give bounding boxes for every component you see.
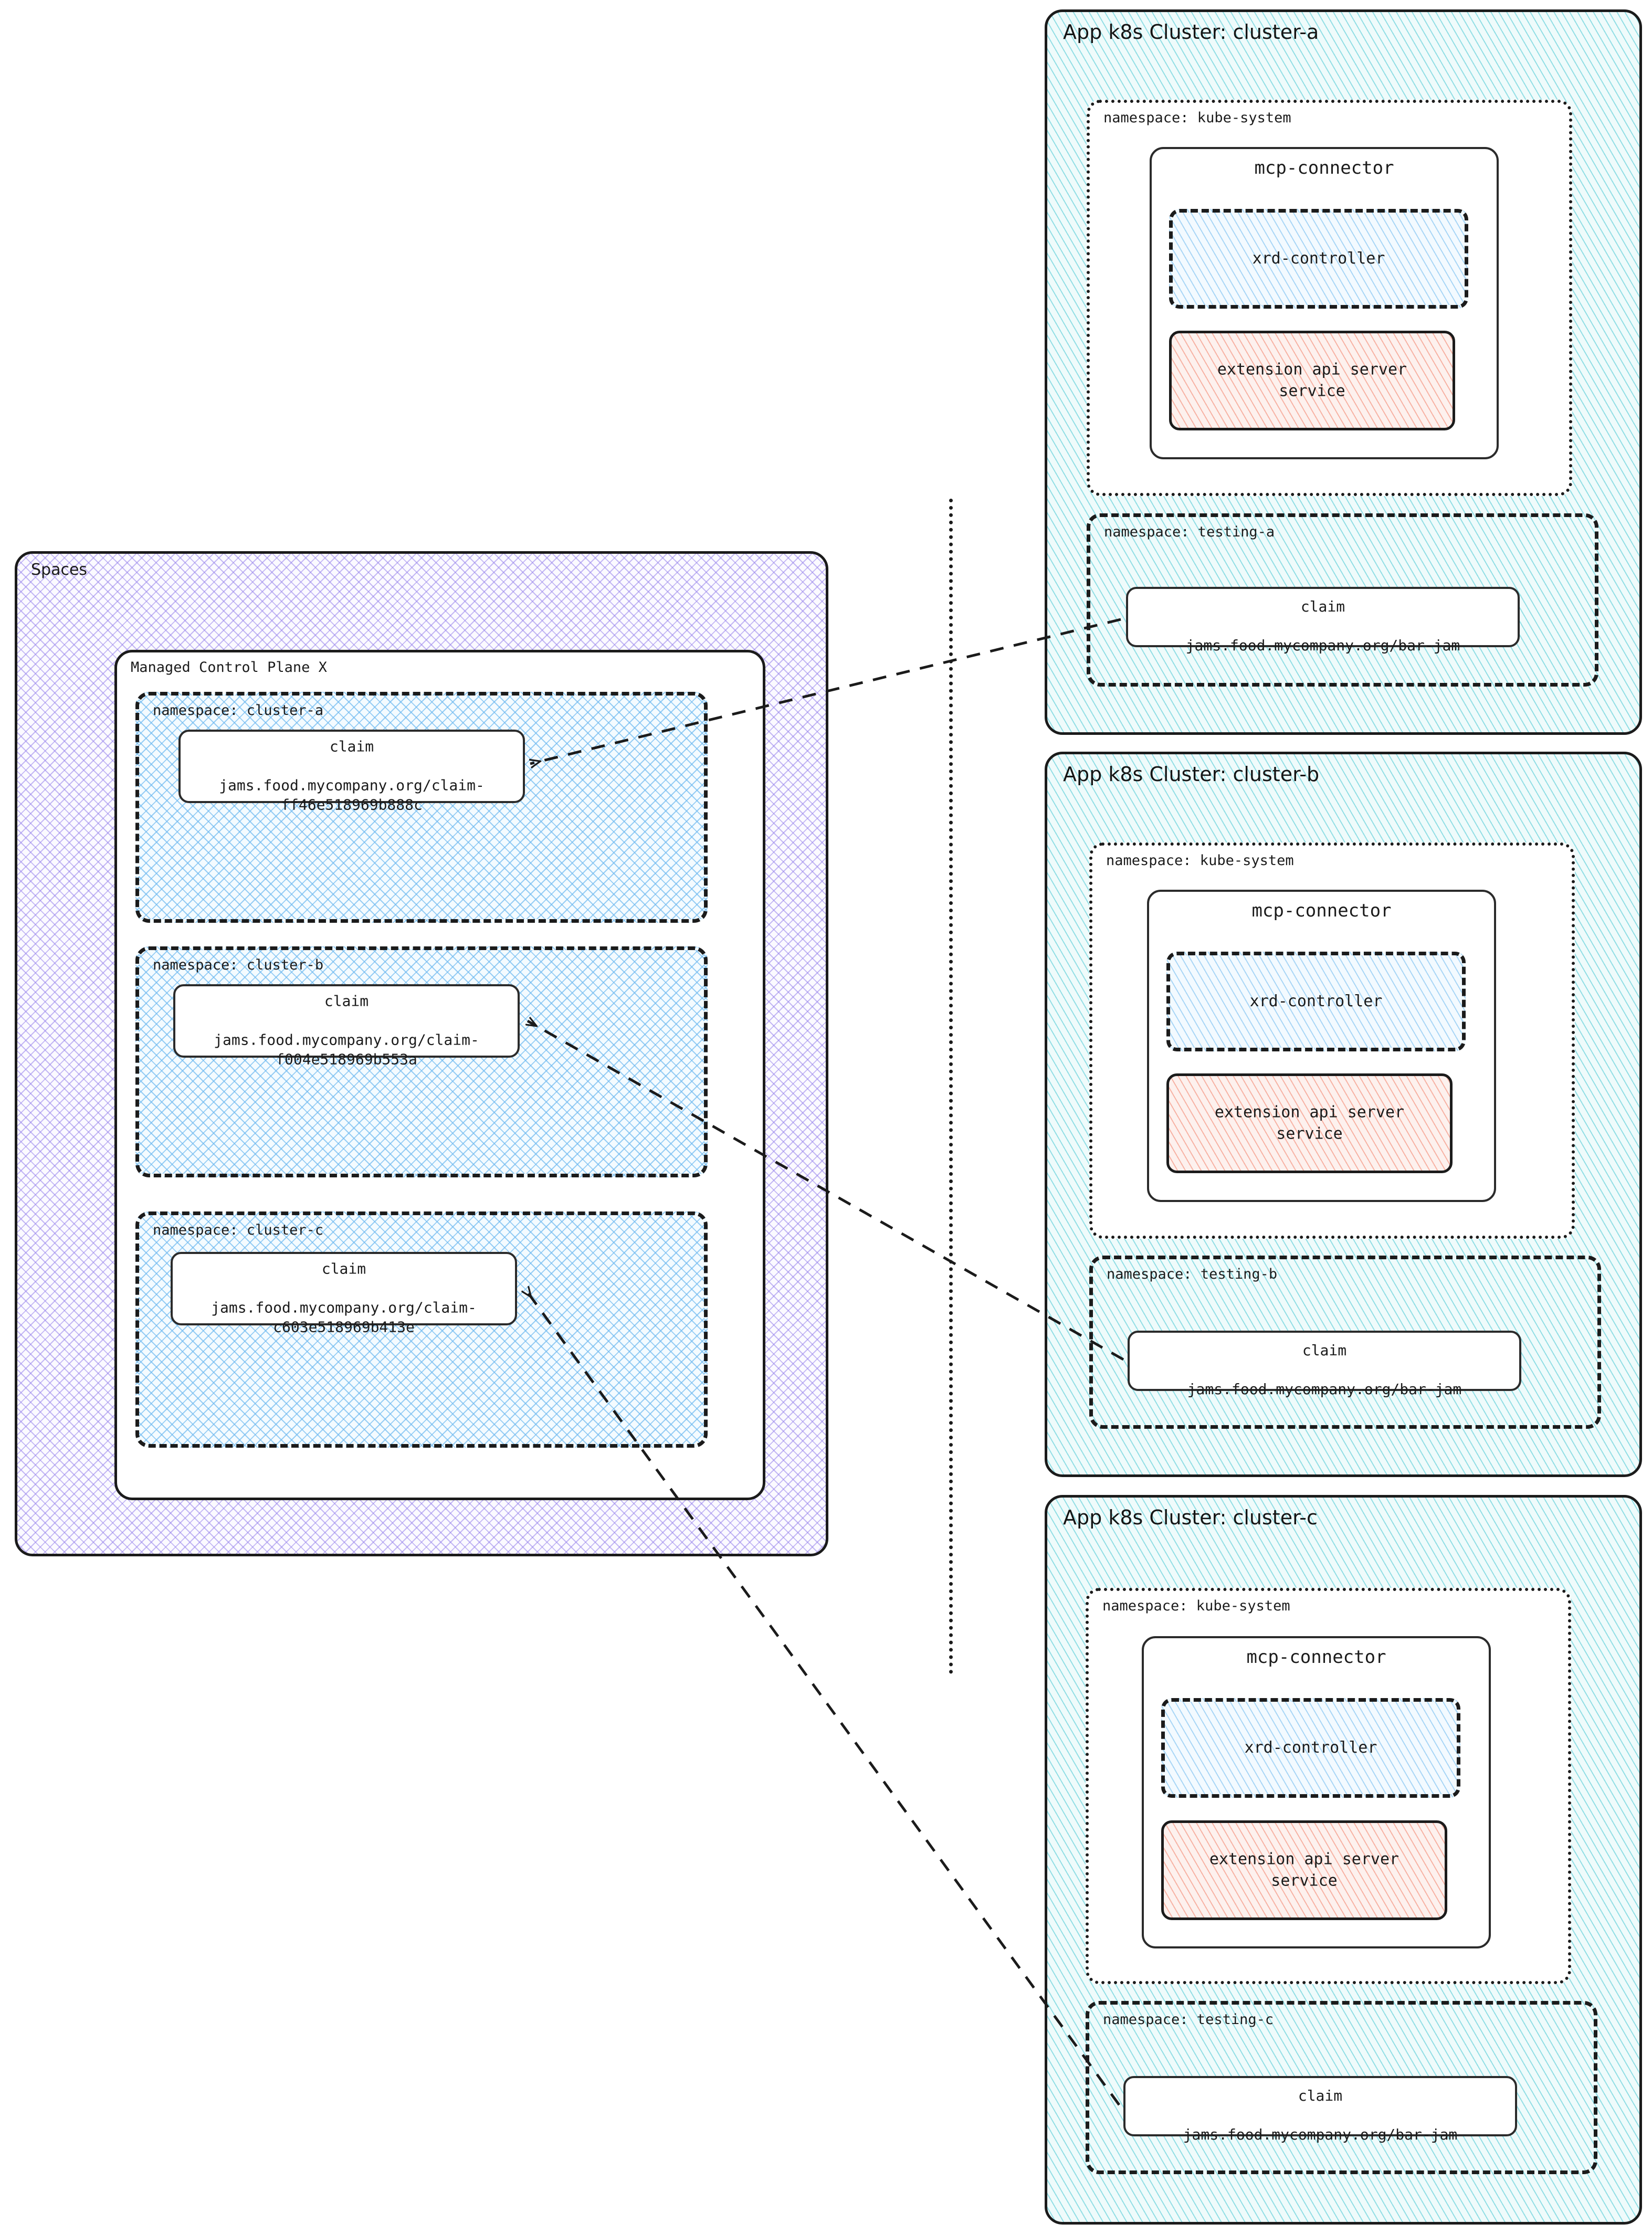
cluster-c-extension-api-server-service-label: extension api server service [1209,1850,1400,1890]
cluster-a-claim-kind: claim [1300,598,1345,616]
cluster-b-extension-api-server-service[interactable]: extension api server service [1166,1073,1453,1173]
cluster-b-mcp-connector-label: mcp-connector [1251,900,1392,921]
cluster-b-claim-ref: jams.food.mycompany.org/bar-jam [1187,1381,1462,1398]
cluster-b-extension-api-server-service-label: extension api server service [1214,1103,1405,1143]
cluster-c-claim-ref: jams.food.mycompany.org/bar-jam [1183,2126,1458,2144]
cluster-a-extension-api-server-service-label: extension api server service [1217,360,1407,401]
cluster-c-claim-kind: claim [1298,2087,1343,2105]
mcp-claim-cluster-a-ref: jams.food.mycompany.org/claim-ff46e51896… [219,776,485,814]
cluster-c-xrd-controller[interactable]: xrd-controller [1161,1698,1460,1798]
cluster-a-xrd-controller[interactable]: xrd-controller [1169,209,1468,309]
cluster-b-kube-system-label: namespace: kube-system [1106,852,1294,869]
mcp-claim-cluster-b-kind: claim [324,992,369,1010]
cluster-a-claim-ref: jams.food.mycompany.org/bar-jam [1185,637,1460,655]
cluster-a-kube-system-label: namespace: kube-system [1103,110,1291,126]
app-cluster-c-title: App k8s Cluster: cluster-c [1063,1506,1318,1529]
cluster-a-testing-namespace-label: namespace: testing-a [1104,524,1275,540]
cluster-a-claim[interactable]: claim jams.food.mycompany.org/bar-jam [1126,587,1520,654]
cluster-b-claim[interactable]: claim jams.food.mycompany.org/bar-jam [1128,1331,1521,1398]
cluster-a-mcp-connector-label: mcp-connector [1254,157,1394,178]
cluster-b-xrd-controller-label: xrd-controller [1249,992,1383,1010]
mcp-claim-cluster-a-kind: claim [329,737,374,755]
cluster-c-testing-namespace-label: namespace: testing-c [1103,2011,1274,2028]
cluster-c-kube-system-label: namespace: kube-system [1102,1598,1290,1614]
cluster-b-testing-namespace-label: namespace: testing-b [1107,1266,1278,1282]
spaces-clusters-divider [949,499,953,1674]
mcp-namespace-cluster-c-label: namespace: cluster-c [153,1222,324,1238]
mcp-claim-cluster-a[interactable]: claim jams.food.mycompany.org/claim-ff46… [178,730,525,813]
mcp-claim-cluster-c[interactable]: claim jams.food.mycompany.org/claim-c603… [171,1252,517,1335]
cluster-a-xrd-controller-label: xrd-controller [1252,249,1385,268]
control-plane-label: Managed Control Plane X [131,659,327,676]
mcp-namespace-cluster-b-label: namespace: cluster-b [153,957,324,973]
cluster-c-xrd-controller-label: xrd-controller [1244,1738,1377,1757]
mcp-claim-cluster-c-ref: jams.food.mycompany.org/claim-c603e51896… [211,1299,477,1336]
cluster-b-xrd-controller[interactable]: xrd-controller [1166,952,1466,1051]
cluster-c-claim[interactable]: claim jams.food.mycompany.org/bar-jam [1123,2076,1517,2143]
mcp-claim-cluster-b-ref: jams.food.mycompany.org/claim-f004e51896… [214,1031,479,1068]
app-cluster-a-title: App k8s Cluster: cluster-a [1063,20,1319,44]
cluster-c-mcp-connector-label: mcp-connector [1246,1647,1386,1668]
mcp-namespace-cluster-a-label: namespace: cluster-a [153,702,324,719]
spaces-label: Spaces [31,561,88,579]
cluster-c-extension-api-server-service[interactable]: extension api server service [1161,1820,1447,1920]
cluster-b-claim-kind: claim [1302,1342,1347,1360]
cluster-a-testing-namespace: namespace: testing-a [1087,513,1598,687]
cluster-a-extension-api-server-service[interactable]: extension api server service [1169,331,1455,430]
mcp-claim-cluster-c-kind: claim [321,1260,366,1278]
mcp-claim-cluster-b[interactable]: claim jams.food.mycompany.org/claim-f004… [173,984,520,1068]
app-cluster-b-title: App k8s Cluster: cluster-b [1063,763,1320,786]
